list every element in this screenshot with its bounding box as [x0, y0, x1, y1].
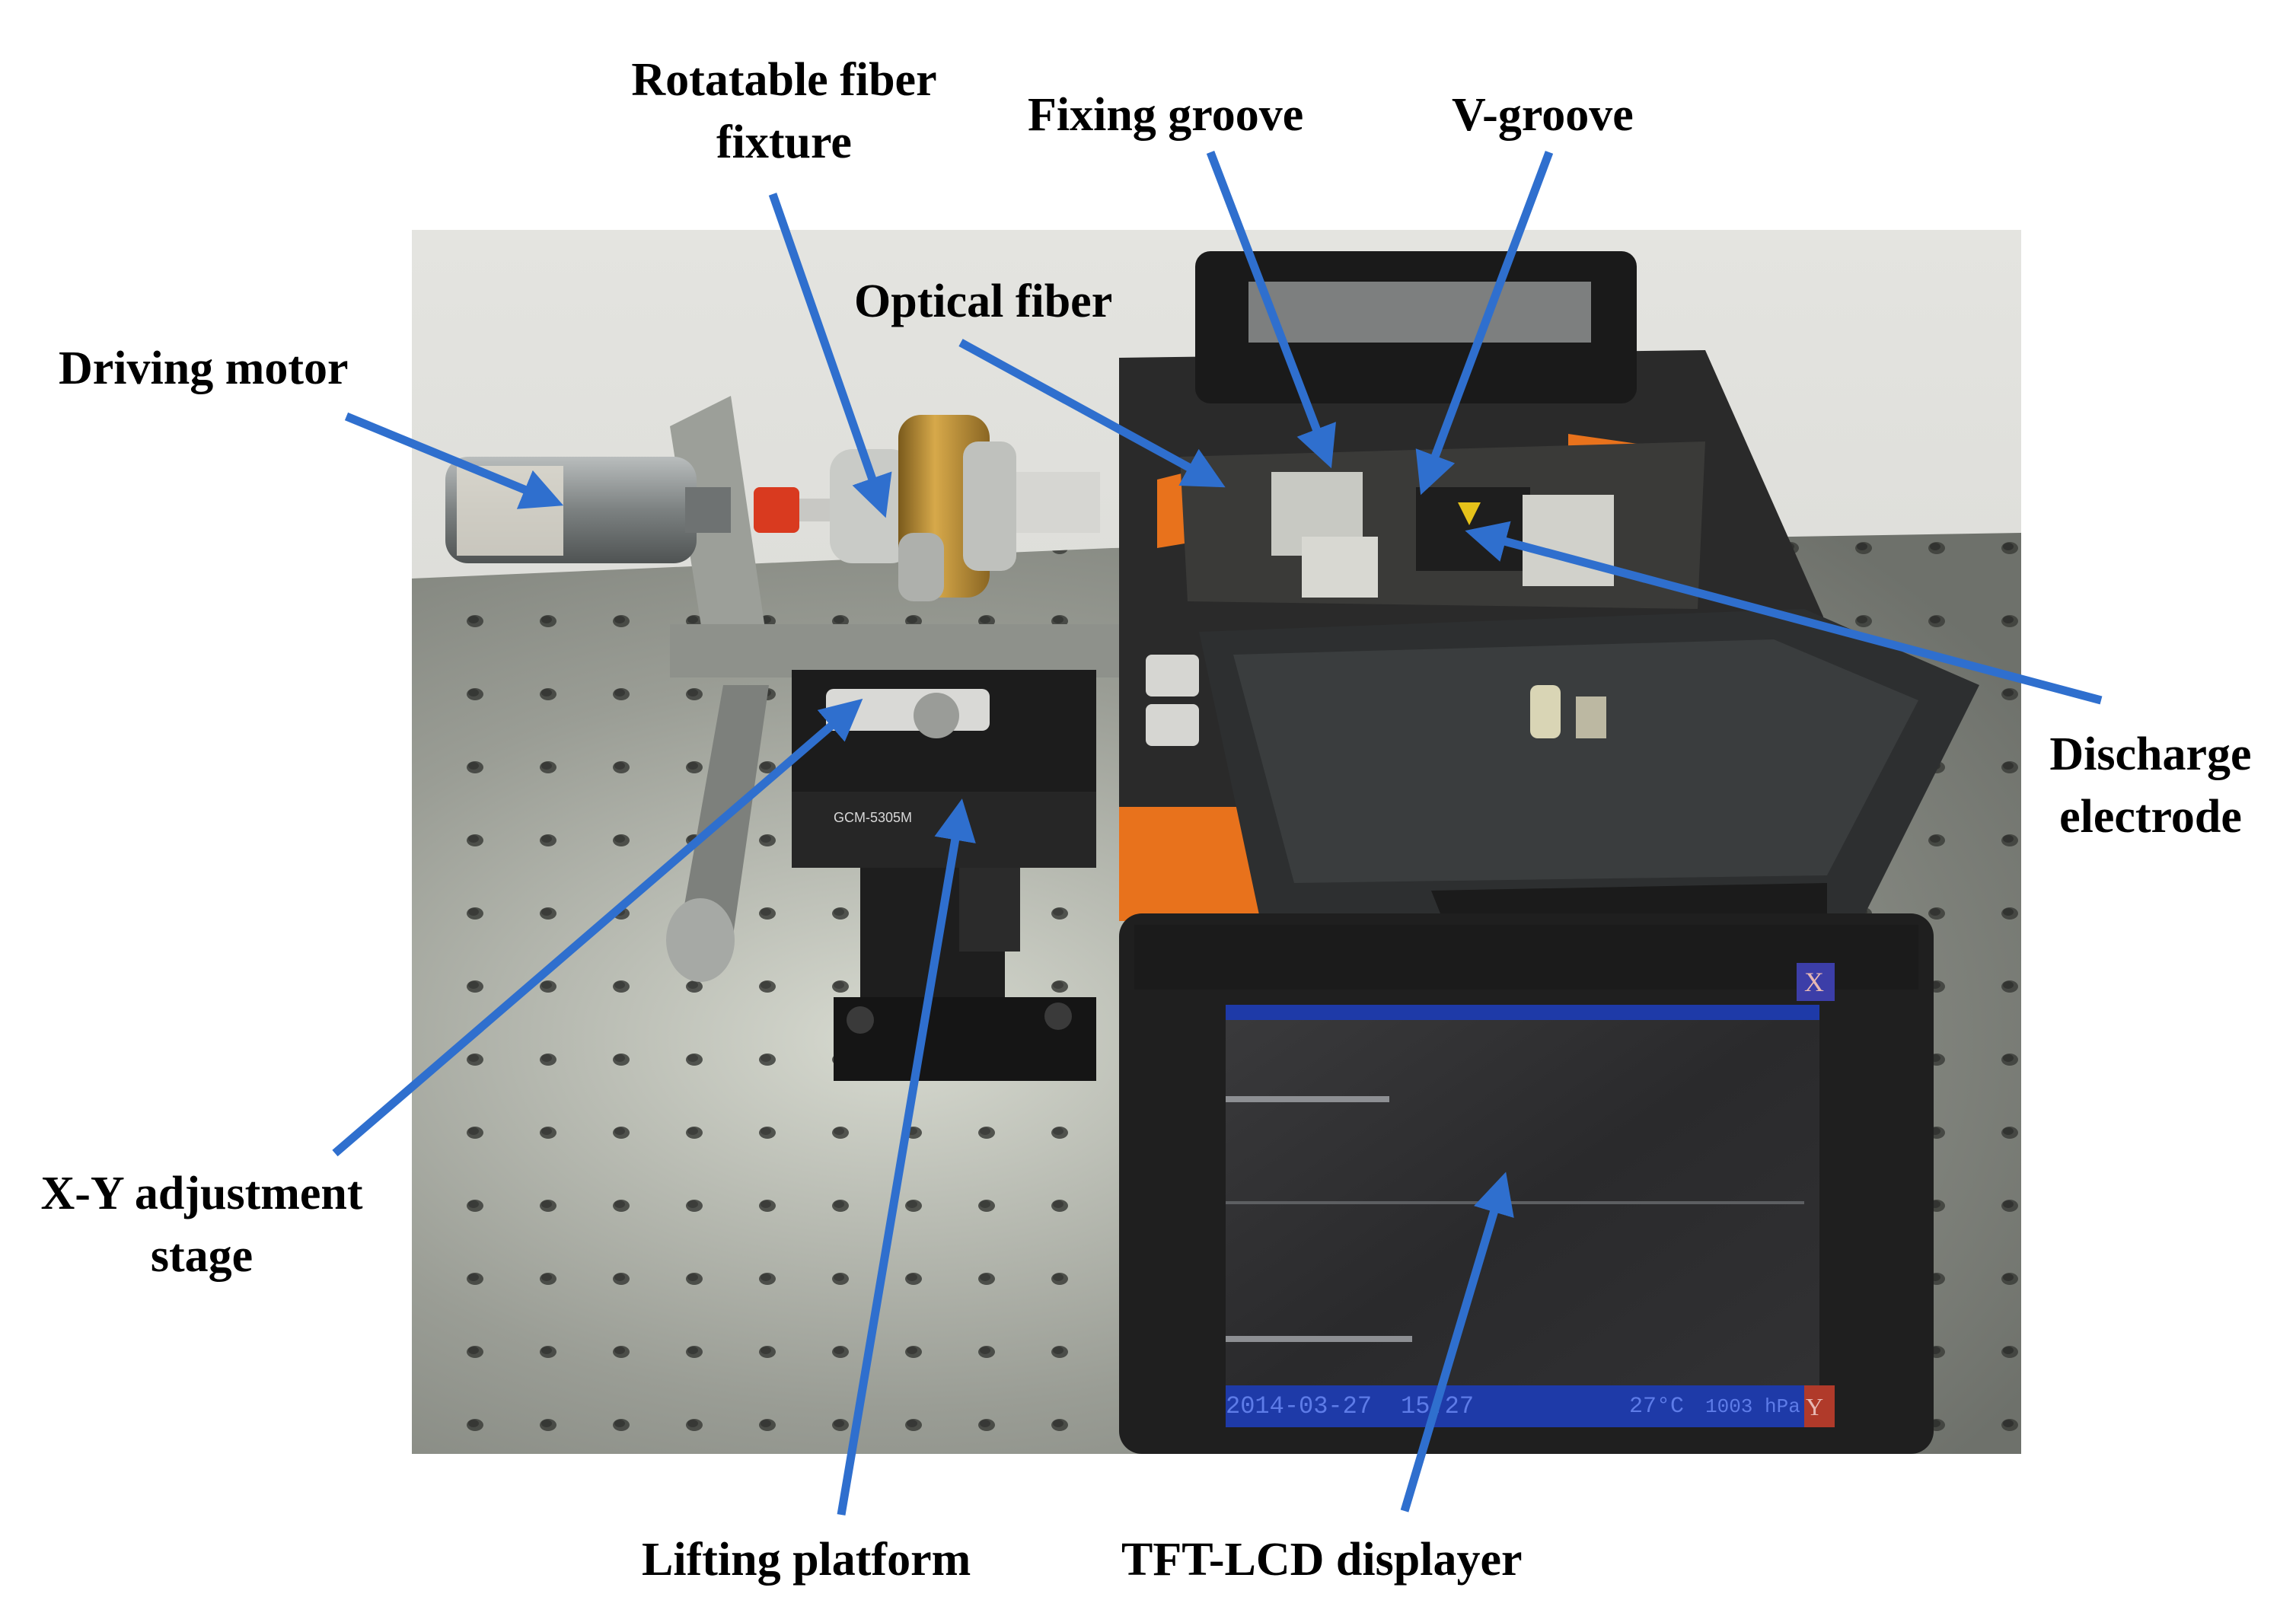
arrow-driving-motor: [344, 412, 564, 509]
arrow-v-groove: [1415, 151, 1554, 496]
arrow-optical-fiber: [958, 339, 1226, 488]
label-discharge-electrode: Discharge electrode: [2010, 723, 2291, 848]
label-rotatable-fiber-fixture: Rotatable fiber fixture: [571, 49, 997, 174]
label-rotatable-line-1: Rotatable fiber: [631, 54, 937, 106]
label-tft-lcd-displayer: TFT-LCD displayer: [1121, 1534, 1523, 1586]
label-xy-line-1: X-Y adjustment: [40, 1168, 363, 1219]
lcd-status-pressure: 1003 hPa: [1705, 1395, 1800, 1418]
arrow-lifting-platform: [837, 798, 976, 1516]
label-rotatable-line-2: fixture: [716, 116, 852, 168]
arrow-xy-stage: [332, 698, 863, 1157]
label-v-groove: V-groove: [1452, 89, 1634, 141]
lcd-corner-glyph: Y: [1806, 1393, 1824, 1420]
label-optical-fiber: Optical fiber: [854, 276, 1113, 327]
arrow-fixing-groove: [1206, 151, 1336, 469]
label-discharge-line-2: electrode: [2059, 791, 2242, 843]
lcd-status-date: 2014-03-27: [1226, 1392, 1373, 1420]
lcd-status-temp: 27°C: [1629, 1394, 1685, 1420]
label-xy-line-2: stage: [150, 1230, 254, 1282]
arrow-tft-lcd: [1400, 1171, 1514, 1513]
label-lifting-platform: Lifting platform: [642, 1534, 971, 1586]
arrow-rotatable-fixture: [768, 193, 892, 518]
lcd-close-glyph: X: [1804, 967, 1824, 997]
label-discharge-line-1: Discharge: [2049, 728, 2252, 780]
label-xy-adjustment-stage: X-Y adjustment stage: [0, 1162, 403, 1287]
label-driving-motor: Driving motor: [59, 343, 349, 394]
arrow-discharge-electrode: [1465, 521, 2103, 705]
stage-model-marking: GCM-5305M: [834, 810, 912, 825]
label-fixing-groove: Fixing groove: [1028, 89, 1304, 141]
